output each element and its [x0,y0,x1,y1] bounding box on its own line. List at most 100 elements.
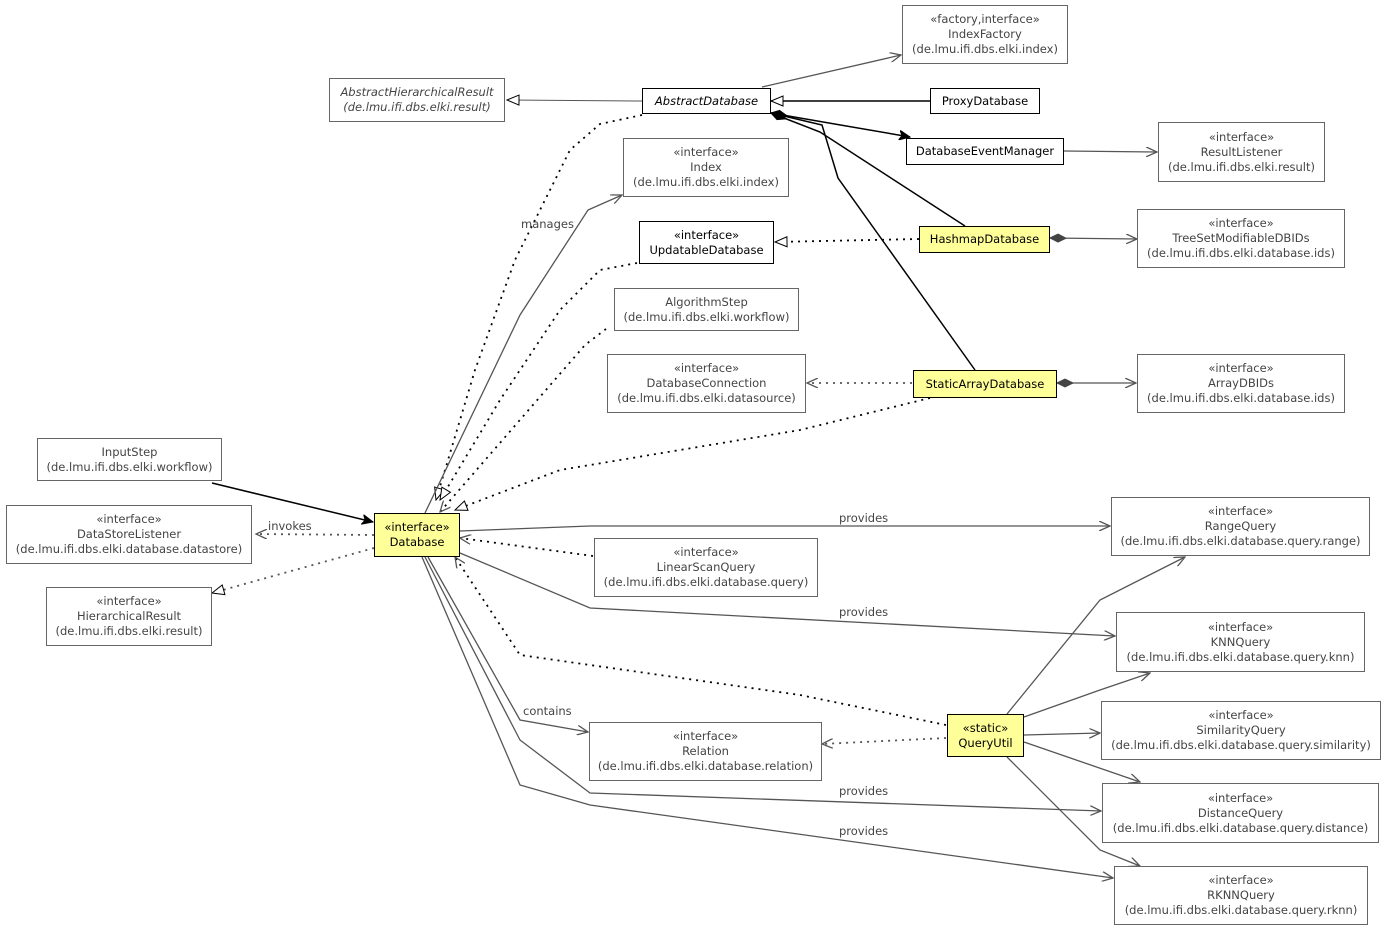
class-database-event-manager[interactable]: DatabaseEventManager [906,138,1064,165]
package-name: (de.lmu.ifi.dbs.elki.result) [343,100,491,114]
package-name: (de.lmu.ifi.dbs.elki.workflow) [623,309,790,324]
package-name: (de.lmu.ifi.dbs.elki.database.relation) [597,759,814,773]
edge-label-provides-knn: provides [839,605,889,619]
package-name: (de.lmu.ifi.dbs.elki.database.query.rang… [1120,534,1361,548]
class-hashmap-database[interactable]: HashmapDatabase [919,226,1050,253]
edge-hashmapdb-treeset [1050,238,1137,239]
class-array-dbids[interactable]: «interface» ArrayDBIDs (de.lmu.ifi.dbs.e… [1137,354,1345,413]
class-name: HashmapDatabase [929,232,1040,246]
stereotype: «interface» [673,227,740,242]
class-rknn-query[interactable]: «interface» RKNNQuery (de.lmu.ifi.dbs.el… [1114,866,1368,925]
class-name: ProxyDatabase [941,93,1029,108]
edge-database-rknnquery [421,556,1113,878]
stereotype: «interface» [673,145,739,159]
class-name: RangeQuery [1204,519,1277,533]
edge-database-datastorelistener [256,534,375,535]
edge-abstractdb-abstracthierarchical [507,100,643,101]
class-proxy-database[interactable]: ProxyDatabase [930,88,1040,114]
class-name: DataStoreListener [76,527,182,541]
stereotype: «interface» [96,512,162,526]
edge-label-provides-rknn: provides [839,824,889,838]
stereotype: «interface» [1207,790,1274,805]
class-similarity-query[interactable]: «interface» SimilarityQuery (de.lmu.ifi.… [1101,701,1381,760]
edge-database-hierarchicalresult [212,547,375,593]
stereotype: «interface» [1208,129,1275,144]
edge-linearscan-database [460,538,594,557]
stereotype: «interface» [96,594,162,608]
class-name: DatabaseConnection [646,376,767,390]
stereotype: «interface» [672,729,739,743]
class-datastore-listener[interactable]: «interface» DataStoreListener (de.lmu.if… [6,505,252,564]
class-treeset-modifiable-dbids[interactable]: «interface» TreeSetModifiableDBIDs (de.l… [1137,209,1345,268]
edge-label-provides-distance: provides [839,784,889,798]
package-name: (de.lmu.ifi.dbs.elki.index) [912,42,1058,56]
edge-inputstep-database [211,482,373,522]
class-static-array-database[interactable]: StaticArrayDatabase [913,370,1057,398]
stereotype: «interface» [384,520,450,534]
package-name: (de.lmu.ifi.dbs.elki.database.query.simi… [1111,738,1371,752]
class-query-util[interactable]: «static» QueryUtil [947,714,1024,757]
edge-queryutil-relation [822,737,947,744]
class-name: InputStep [101,444,158,459]
edge-algorithmstep-database [440,328,607,512]
class-result-listener[interactable]: «interface» ResultListener (de.lmu.ifi.d… [1158,122,1325,182]
stereotype: «interface» [673,545,739,559]
edge-staticarray-database [455,397,931,510]
class-name: AbstractDatabase [654,93,759,108]
edge-abstractdb-database [436,114,643,500]
stereotype: «interface» [1208,361,1274,375]
class-name: QueryUtil [958,735,1013,750]
package-name: (de.lmu.ifi.dbs.elki.database.query) [603,575,809,589]
edge-database-knnquery [459,552,1115,636]
edge-queryutil-rknn [1006,756,1140,866]
class-database[interactable]: «interface» Database [374,513,460,557]
class-name: AbstractHierarchicalResult [340,85,494,99]
package-name: (de.lmu.ifi.dbs.elki.result) [1167,159,1315,174]
class-index[interactable]: «interface» Index (de.lmu.ifi.dbs.elki.i… [623,138,789,197]
class-name: ArrayDBIDs [1208,376,1274,390]
class-name: StaticArrayDatabase [925,376,1045,391]
class-relation[interactable]: «interface» Relation (de.lmu.ifi.dbs.elk… [589,722,822,781]
class-name: Relation [682,744,729,758]
class-name: HierarchicalResult [76,609,182,623]
package-name: (de.lmu.ifi.dbs.elki.workflow) [46,459,213,474]
class-hierarchical-result[interactable]: «interface» HierarchicalResult (de.lmu.i… [46,587,212,646]
class-name: DatabaseEventManager [915,144,1055,158]
package-name: (de.lmu.ifi.dbs.elki.database.query.dist… [1112,820,1369,835]
edge-abstractdb-indexfactory [761,55,901,88]
edge-eventmanager-resultlistener [1063,151,1157,152]
package-name: (de.lmu.ifi.dbs.elki.database.datastore) [15,542,243,556]
class-abstract-hierarchical-result[interactable]: AbstractHierarchicalResult (de.lmu.ifi.d… [329,78,505,122]
class-index-factory[interactable]: «factory,interface» IndexFactory (de.lmu… [902,5,1068,64]
class-abstract-database[interactable]: AbstractDatabase [642,88,771,114]
package-name: (de.lmu.ifi.dbs.elki.database.query.rknn… [1124,903,1358,917]
class-knn-query[interactable]: «interface» KNNQuery (de.lmu.ifi.dbs.elk… [1116,612,1365,672]
class-name: DistanceQuery [1197,805,1284,820]
package-name: (de.lmu.ifi.dbs.elki.database.ids) [1147,391,1335,405]
package-name: (de.lmu.ifi.dbs.elki.database.query.knn) [1126,649,1355,664]
class-updatable-database[interactable]: «interface» UpdatableDatabase [639,221,774,264]
class-linear-scan-query[interactable]: «interface» LinearScanQuery (de.lmu.ifi.… [594,538,818,597]
stereotype: «factory,interface» [930,12,1040,26]
edge-queryutil-knnquery [1023,673,1150,718]
package-name: (de.lmu.ifi.dbs.elki.result) [55,624,203,638]
class-input-step[interactable]: InputStep (de.lmu.ifi.dbs.elki.workflow) [37,438,222,481]
class-name: ResultListener [1200,144,1283,159]
edge-label-manages: manages [521,217,574,231]
class-name: UpdatableDatabase [649,242,764,257]
class-distance-query[interactable]: «interface» DistanceQuery (de.lmu.ifi.db… [1102,783,1379,843]
edge-database-rangequery [459,526,1110,532]
class-name: Index [690,160,722,174]
edge-database-relation [427,556,588,732]
class-database-connection[interactable]: «interface» DatabaseConnection (de.lmu.i… [607,354,806,413]
stereotype: «interface» [1208,708,1274,722]
package-name: (de.lmu.ifi.dbs.elki.database.ids) [1147,246,1335,260]
edge-queryutil-rangequery [1006,557,1185,715]
class-range-query[interactable]: «interface» RangeQuery (de.lmu.ifi.dbs.e… [1111,497,1370,556]
edge-queryutil-similarity [1023,733,1100,735]
package-name: (de.lmu.ifi.dbs.elki.index) [633,175,779,189]
class-name: SimilarityQuery [1196,723,1286,737]
class-algorithm-step[interactable]: AlgorithmStep (de.lmu.ifi.dbs.elki.workf… [614,288,799,331]
edge-queryutil-database [455,557,947,726]
